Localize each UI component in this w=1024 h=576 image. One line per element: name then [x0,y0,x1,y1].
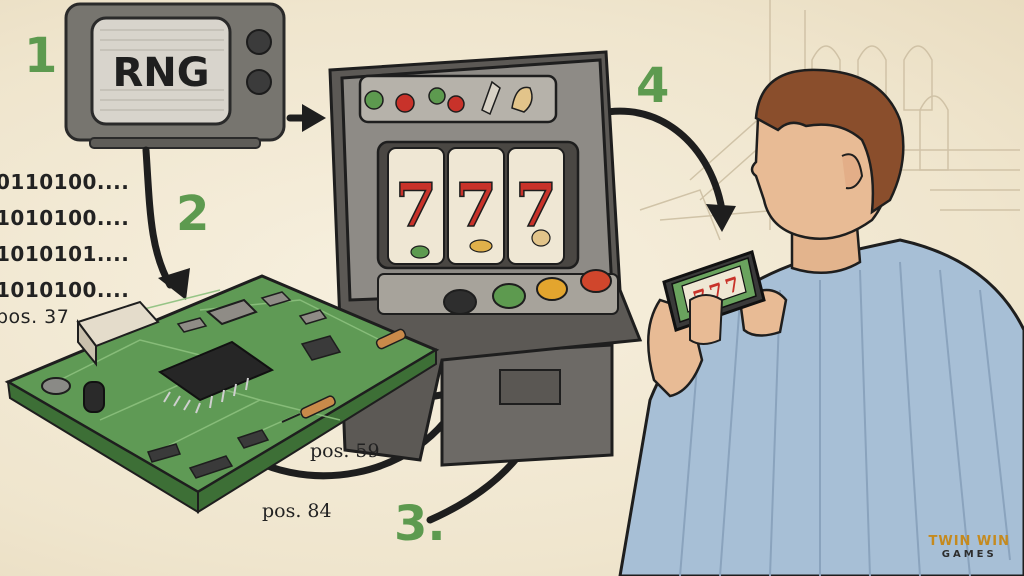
binary-line: 1010101.... [0,242,130,266]
lemon-icon [511,86,533,113]
capacitor [83,381,105,413]
tv-knob-top [246,29,272,55]
bell-icon [481,80,501,116]
reel-3-symbol: 7 [515,171,557,241]
black-button[interactable] [443,289,477,315]
position-label-59: pos. 59 [310,440,380,462]
step-4-label: 4 [636,58,670,114]
binary-line: 1010100.... [0,278,130,302]
reel-2-symbol: 7 [455,171,497,241]
green-button[interactable] [492,283,526,309]
player-hair [754,68,905,215]
tv-label: RNG [112,50,209,96]
resistor [375,328,407,350]
reel-window: 7 7 7 [376,140,580,270]
reel-1 [387,147,445,265]
cherry-icon [447,95,465,113]
step-2-label: 2 [176,186,210,242]
symbol-row [364,80,533,116]
coin-tray [499,369,561,405]
brand-logo: TWIN WIN GAMES [928,535,1010,560]
step-1-label: 1 [24,28,58,84]
position-label-84: pos. 84 [262,500,332,522]
step-3-label: 3. [394,496,446,552]
cherry-icon [395,93,415,113]
brand-logo-bottom: GAMES [941,549,997,560]
player-thumb [689,294,724,345]
resistor [300,395,336,419]
red-button[interactable] [580,269,612,293]
slot-machine: 7 7 7 [328,50,643,467]
player: 7 7 7 [618,68,1024,576]
binary-line: 1010100.... [0,206,130,230]
brand-logo-top: TWIN WIN [928,534,1010,549]
arrow-tv-to-board [142,146,174,289]
reel-1-symbol: 7 [395,171,437,241]
circuit-board [4,274,440,514]
yellow-button[interactable] [536,277,568,301]
tv-screen [90,16,232,126]
player-ear [841,153,864,190]
cpu-chip [157,340,275,402]
rng-tv: RNG [64,2,286,149]
binary-line: 0110100.... [0,170,130,194]
position-label-37: pos. 37 [0,306,70,328]
melon-icon [364,90,384,110]
leaf-icon [428,87,446,105]
tv-knob-bottom [246,69,272,95]
reel-2 [447,147,505,265]
